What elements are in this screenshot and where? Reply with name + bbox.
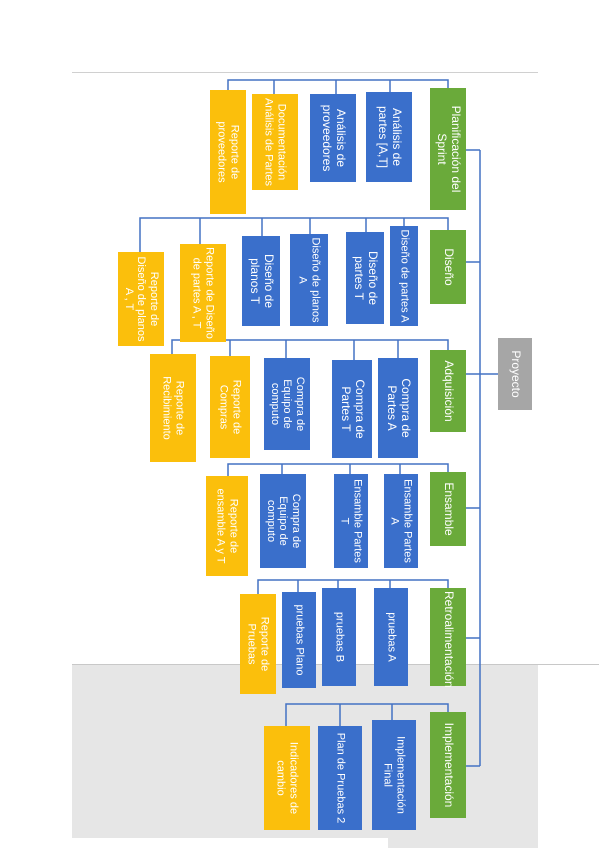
report-label: Reporte de ensamble A y T	[215, 488, 240, 564]
top-divider	[72, 72, 538, 73]
report-node: Reporte de proveedores	[210, 90, 246, 214]
root-node: Proyecto	[498, 338, 532, 410]
report-label: Reporte de Diseño de partes A , T	[191, 247, 216, 339]
phase-node-assembly: Ensamble	[430, 472, 466, 546]
root-label: Proyecto	[508, 350, 523, 398]
task-node: Ensamble Partes A	[384, 474, 418, 568]
phase-label: Implementación	[441, 722, 456, 808]
phase-node-planning: Planificación del Sprint	[430, 88, 466, 210]
phase-node-design: Diseño	[430, 230, 466, 304]
task-label: Compra de Equipo de computo	[264, 493, 302, 549]
task-label: Plan de Pruebas 2	[334, 732, 347, 824]
phase-node-implementation: Implementación	[430, 712, 466, 818]
task-label: Implementación Final	[382, 736, 407, 814]
task-label: pruebas A	[385, 612, 398, 662]
report-node: Reporte de ensamble A y T	[206, 476, 248, 576]
task-node: Diseño de partes T	[346, 232, 384, 324]
report-label: Reporte de proveedores	[216, 121, 241, 183]
phase-label: Ensamble	[441, 482, 456, 536]
task-node: pruebas B	[322, 588, 356, 686]
task-node: Análisis de partes [A,T]	[366, 92, 412, 182]
task-label: Diseño de partes T	[352, 250, 380, 306]
task-node: Diseño de planos T	[242, 236, 280, 326]
task-node: Implementación Final	[372, 720, 416, 830]
task-label: Compra de Partes A	[385, 378, 413, 438]
report-label: Indicadores de cambio	[275, 741, 300, 815]
task-node: Plan de Pruebas 2	[318, 726, 362, 830]
report-label: Reporte de Compras	[218, 379, 243, 435]
report-node: Documentación Análisis de Partes	[252, 94, 298, 190]
task-label: Análisis de partes [A,T]	[376, 105, 404, 169]
report-label: Documentación Análisis de Partes	[263, 97, 288, 187]
report-label: Reporte de Recibimiento	[161, 376, 186, 440]
task-label: Compra de Partes T	[339, 379, 367, 439]
task-label: Análisis de proveedores	[320, 104, 348, 172]
phase-label: Diseño	[441, 248, 456, 286]
task-node: Análisis de proveedores	[310, 94, 356, 182]
report-node: Reporte de Pruebas	[240, 594, 276, 694]
task-node: Compra de Equipo de computo	[260, 474, 306, 568]
task-label: pruebas Plano	[293, 604, 306, 676]
task-label: Diseño de planos A	[297, 237, 322, 323]
task-node: Compra de Partes A	[378, 358, 418, 458]
report-node: Reporte de Compras	[210, 356, 250, 458]
bottom-strip	[72, 838, 388, 848]
report-node: Reporte de Diseño de planos A , T	[118, 252, 164, 346]
task-node: pruebas A	[374, 588, 408, 686]
report-label: Reporte de Pruebas	[246, 616, 271, 672]
phase-label: Planificación del Sprint	[435, 105, 463, 193]
task-node: Diseño de planos A	[290, 234, 328, 326]
task-label: Ensamble Partes T	[339, 479, 364, 563]
report-label: Reporte de Diseño de planos A , T	[122, 256, 160, 342]
phase-label: Retroalimentación	[441, 591, 456, 688]
report-node: Reporte de Diseño de partes A , T	[180, 244, 226, 342]
task-node: Compra de Equipo de computo	[264, 358, 310, 450]
task-label: Diseño de planos T	[248, 253, 276, 309]
task-node: Diseño de partes A	[390, 226, 418, 326]
task-node: pruebas Plano	[282, 592, 316, 688]
task-label: Compra de Equipo de computo	[268, 376, 306, 432]
task-node: Compra de Partes T	[332, 360, 372, 458]
report-node: Indicadores de cambio	[264, 726, 310, 830]
report-node: Reporte de Recibimiento	[150, 354, 196, 462]
task-node: Ensamble Partes T	[334, 474, 368, 568]
task-label: Ensamble Partes A	[389, 479, 414, 563]
phase-node-feedback: Retroalimentación	[430, 588, 466, 688]
task-label: pruebas B	[333, 611, 346, 663]
task-label: Diseño de partes A	[398, 229, 411, 323]
page-top-margin	[0, 0, 599, 72]
phase-label: Adquisición	[441, 360, 456, 422]
phase-node-acquisition: Adquisición	[430, 350, 466, 432]
